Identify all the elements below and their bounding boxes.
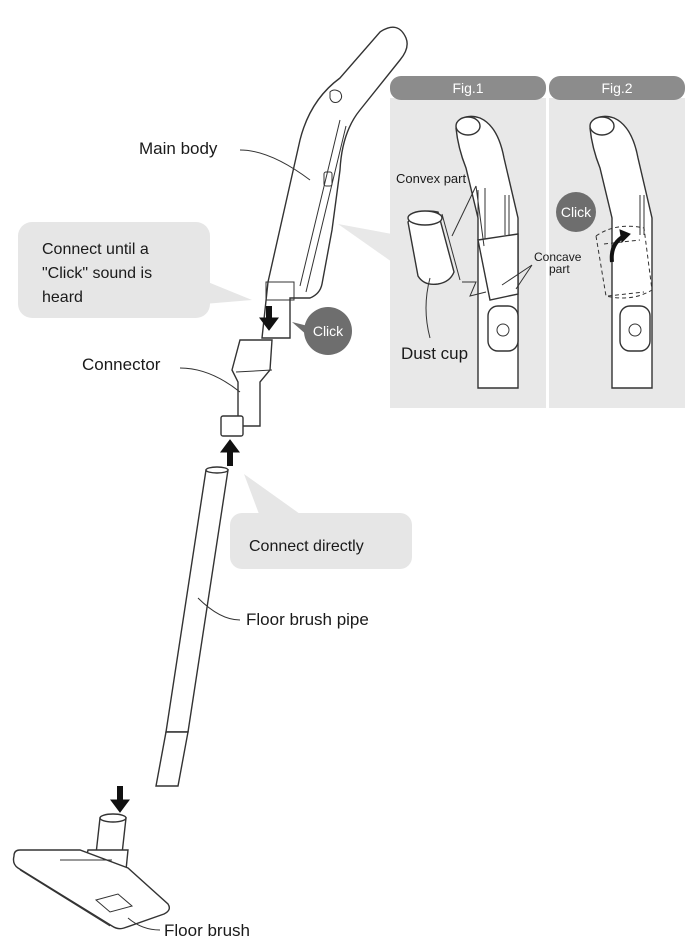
arrow-down-floor-brush	[110, 786, 130, 813]
connect-directly-text: Connect directly	[249, 538, 364, 555]
arrow-down-connector	[259, 306, 279, 331]
convex-part-label: Convex part	[396, 171, 466, 186]
fig1-header	[390, 76, 546, 100]
connector	[220, 339, 273, 437]
floor-brush-leader	[127, 917, 161, 931]
main-body	[261, 26, 408, 339]
concave-part-label-1: Concave	[534, 250, 582, 264]
convex-part-leader	[451, 185, 485, 247]
click-bubble	[304, 307, 352, 355]
fig-pointer-wedge	[338, 224, 392, 262]
fig2-header	[549, 76, 685, 100]
fig2-click-bubble	[556, 192, 596, 232]
fig2-illustration	[589, 115, 653, 389]
concave-part-leader	[501, 264, 533, 290]
concave-part-label-2: part	[549, 262, 570, 276]
main-body-leader	[239, 149, 311, 181]
floor-brush-pipe	[155, 466, 229, 787]
floor-brush-label: Floor brush	[164, 921, 250, 940]
floor-brush-pipe-leader	[197, 597, 241, 621]
dust-cup-label: Dust cup	[401, 344, 468, 363]
figure-panels: Fig.1 Fig.2	[390, 76, 685, 408]
connector-label: Connector	[82, 355, 161, 374]
connector-leader	[179, 367, 241, 393]
connect-click-line-1: Connect until a	[42, 241, 149, 258]
fig1-illustration	[407, 115, 519, 389]
click-bubble-tail	[292, 322, 308, 336]
connect-click-callout: Connect until a "Click" sound is heard	[18, 222, 252, 318]
connect-directly-callout: Connect directly	[230, 513, 412, 569]
connect-click-line-2: "Click" sound is	[42, 265, 152, 282]
fig2-click-text: Click	[561, 204, 592, 220]
floor-brush	[12, 813, 171, 930]
fig2-title: Fig.2	[601, 80, 632, 96]
connect-directly-tail	[244, 474, 300, 522]
floor-brush-pipe-label: Floor brush pipe	[246, 610, 369, 629]
fig1-title: Fig.1	[452, 80, 483, 96]
arrow-up-connector	[220, 439, 240, 466]
dust-cup-leader	[425, 277, 431, 339]
connect-click-line-3: heard	[42, 289, 83, 306]
main-body-label: Main body	[139, 139, 218, 158]
click-bubble-text: Click	[313, 323, 344, 339]
